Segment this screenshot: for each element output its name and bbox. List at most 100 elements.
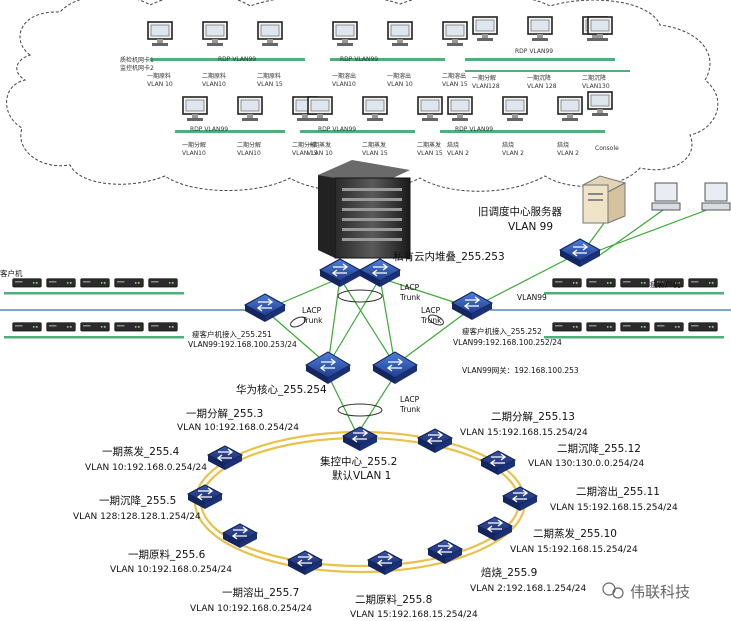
pc-caption: 一期沉降 [527, 74, 551, 82]
rdp-vlan-label: RDP VLAN99 [340, 56, 378, 63]
pc-caption: 焙烧 [447, 141, 459, 149]
lacp-trunk-label-3b: Trunk [420, 316, 442, 325]
pc-caption: 二期蒸发 [417, 141, 441, 149]
old-server-switch [558, 238, 602, 267]
pc-vlan: VLAN 2 [447, 150, 469, 157]
cloud-background [6, 0, 719, 192]
pc-caption: 一期溶出 [332, 72, 356, 80]
thin-client-icon [12, 322, 42, 332]
ring-switch-1-yuanliao [221, 523, 259, 548]
left-access-switch [243, 293, 287, 322]
right-access-ip: VLAN99:192.168.100.252/24 [453, 338, 562, 347]
watermark-text: 伟联科技 [630, 583, 690, 601]
thin-client-icon [688, 322, 718, 332]
thin-client-icon [80, 322, 110, 332]
client-lan-bar [4, 292, 184, 295]
rdp-vlan-label: RDP VLAN99 [190, 126, 228, 133]
thin-client-icon [12, 278, 42, 288]
ring-node-name: 一期蒸发_255.4 [102, 445, 180, 458]
thin-client-icon [552, 322, 582, 332]
pc-caption: 二期蒸发 [362, 141, 386, 149]
vlan99-link-label: VLAN99 [517, 293, 547, 302]
left-access-label: 瘦客户机接入_255.251 [192, 329, 272, 339]
pc-vlan: VLAN 15 [257, 81, 283, 88]
old-server-label: 旧调度中心服务器 [478, 205, 562, 218]
pc-caption: 二期原料 [202, 72, 226, 80]
pc-vlan: VLAN 10 [387, 81, 413, 88]
ring-links [193, 430, 527, 574]
ring-node-name: 一期分解_255.3 [186, 407, 263, 420]
ring-node-vlan: VLAN 15:192.168.15.254/24 [350, 610, 478, 620]
ring-switch-2-fenjie [416, 428, 454, 453]
thin-client-icon [80, 278, 110, 288]
pc-caption: 二期分解 [237, 141, 261, 149]
watermark: 伟联科技 [602, 582, 690, 601]
client-lan-bar [544, 336, 724, 339]
ring-node-vlan: VLAN 10:192.168.0.254/24 [190, 604, 312, 614]
pc-caption: 一期分解 [182, 141, 206, 149]
thin-client-icon [148, 322, 178, 332]
center-node-label: 集控中心_255.2 [320, 455, 397, 468]
cloud-note-line-2: 监控机网卡2 [120, 64, 154, 72]
lacp-trunk-label-1b: Trunk [301, 316, 323, 325]
ring-node-vlan: VLAN 128:128.128.1.254/24 [73, 512, 201, 522]
ring-node-vlan: VLAN 15:192.168.15.254/24 [510, 545, 638, 555]
ring-switch-1-rongchu [286, 550, 324, 575]
thin-client-icon [620, 322, 650, 332]
left-client-label: 客户机 [0, 268, 23, 278]
ring-node-name: 一期溶出_255.7 [222, 586, 299, 599]
pc-vlan: VLAN130 [582, 83, 610, 90]
ring-node-name: 二期原料_255.8 [355, 593, 432, 606]
thin-client-icon [654, 322, 684, 332]
right-client-label: 瘦客户机 [650, 279, 680, 289]
pc-vlan: VLAN 15 [417, 150, 443, 157]
ring-switch-2-yuanliao [366, 550, 404, 575]
left-access-ip: VLAN99:192.168.100.253/24 [188, 340, 297, 349]
ring-node-name: 二期溶出_255.11 [576, 485, 660, 498]
ring-node-name: 二期沉降_255.12 [557, 442, 641, 455]
ring-node-name: 二期蒸发_255.10 [533, 527, 617, 540]
ring-node-vlan: VLAN 130:130.0.0.254/24 [528, 459, 644, 469]
pc-vlan: VLAN10 [182, 150, 206, 157]
vlan99-gateway: VLAN99网关：192.168.100.253 [462, 365, 579, 375]
ring-node-name: 焙烧_255.9 [481, 566, 537, 579]
pc-caption: 一期原料 [147, 72, 171, 80]
ring-node-vlan: VLAN 15:192.168.15.254/24 [550, 503, 678, 513]
cloud-stack-switch-right [358, 258, 402, 287]
pc-caption: 焙烧 [557, 141, 569, 149]
ring-node-vlan: VLAN 10:192.168.0.254/24 [177, 423, 299, 433]
center-switch [341, 426, 379, 451]
desktop-pc-icon-1 [651, 182, 681, 211]
pc-vlan: VLAN10 [202, 81, 226, 88]
ring-node-vlan: VLAN 10:192.168.0.254/24 [85, 463, 207, 473]
pc-caption: 二期溶出 [442, 72, 466, 80]
client-lan-bar [544, 292, 724, 295]
pc-vlan: VLAN 10 [147, 81, 173, 88]
ring-node-name: 一期沉降_255.5 [99, 494, 176, 507]
client-lan-bar [4, 336, 184, 339]
private-cloud-server-icon [318, 160, 411, 259]
pc-caption: 一期分解 [472, 74, 496, 82]
rdp-vlan-label: RDP VLAN99 [218, 56, 256, 63]
cloud-note-line-1: 质检机网卡1 [120, 56, 154, 64]
core-switch-right [372, 351, 418, 384]
pc-caption: 焙烧 [502, 141, 514, 149]
thin-client-icon [114, 278, 144, 288]
private-cloud-label: 私有云内堆叠_255.253 [393, 250, 505, 263]
thin-client-icon [586, 322, 616, 332]
ring-node-vlan: VLAN 15:192.168.15.254/24 [460, 428, 588, 438]
ring-node-name: 一期原料_255.6 [128, 548, 206, 561]
ring-node-name: 二期分解_255.13 [491, 410, 575, 423]
pc-vlan: VLAN 128 [527, 83, 557, 90]
pc-vlan: VLAN10 [332, 81, 356, 88]
thin-client-icon [46, 322, 76, 332]
pc-vlan: VLAN 2 [557, 150, 579, 157]
pc-caption: 二期分解 [292, 141, 316, 149]
cloud-stack-switch-left [318, 258, 362, 287]
